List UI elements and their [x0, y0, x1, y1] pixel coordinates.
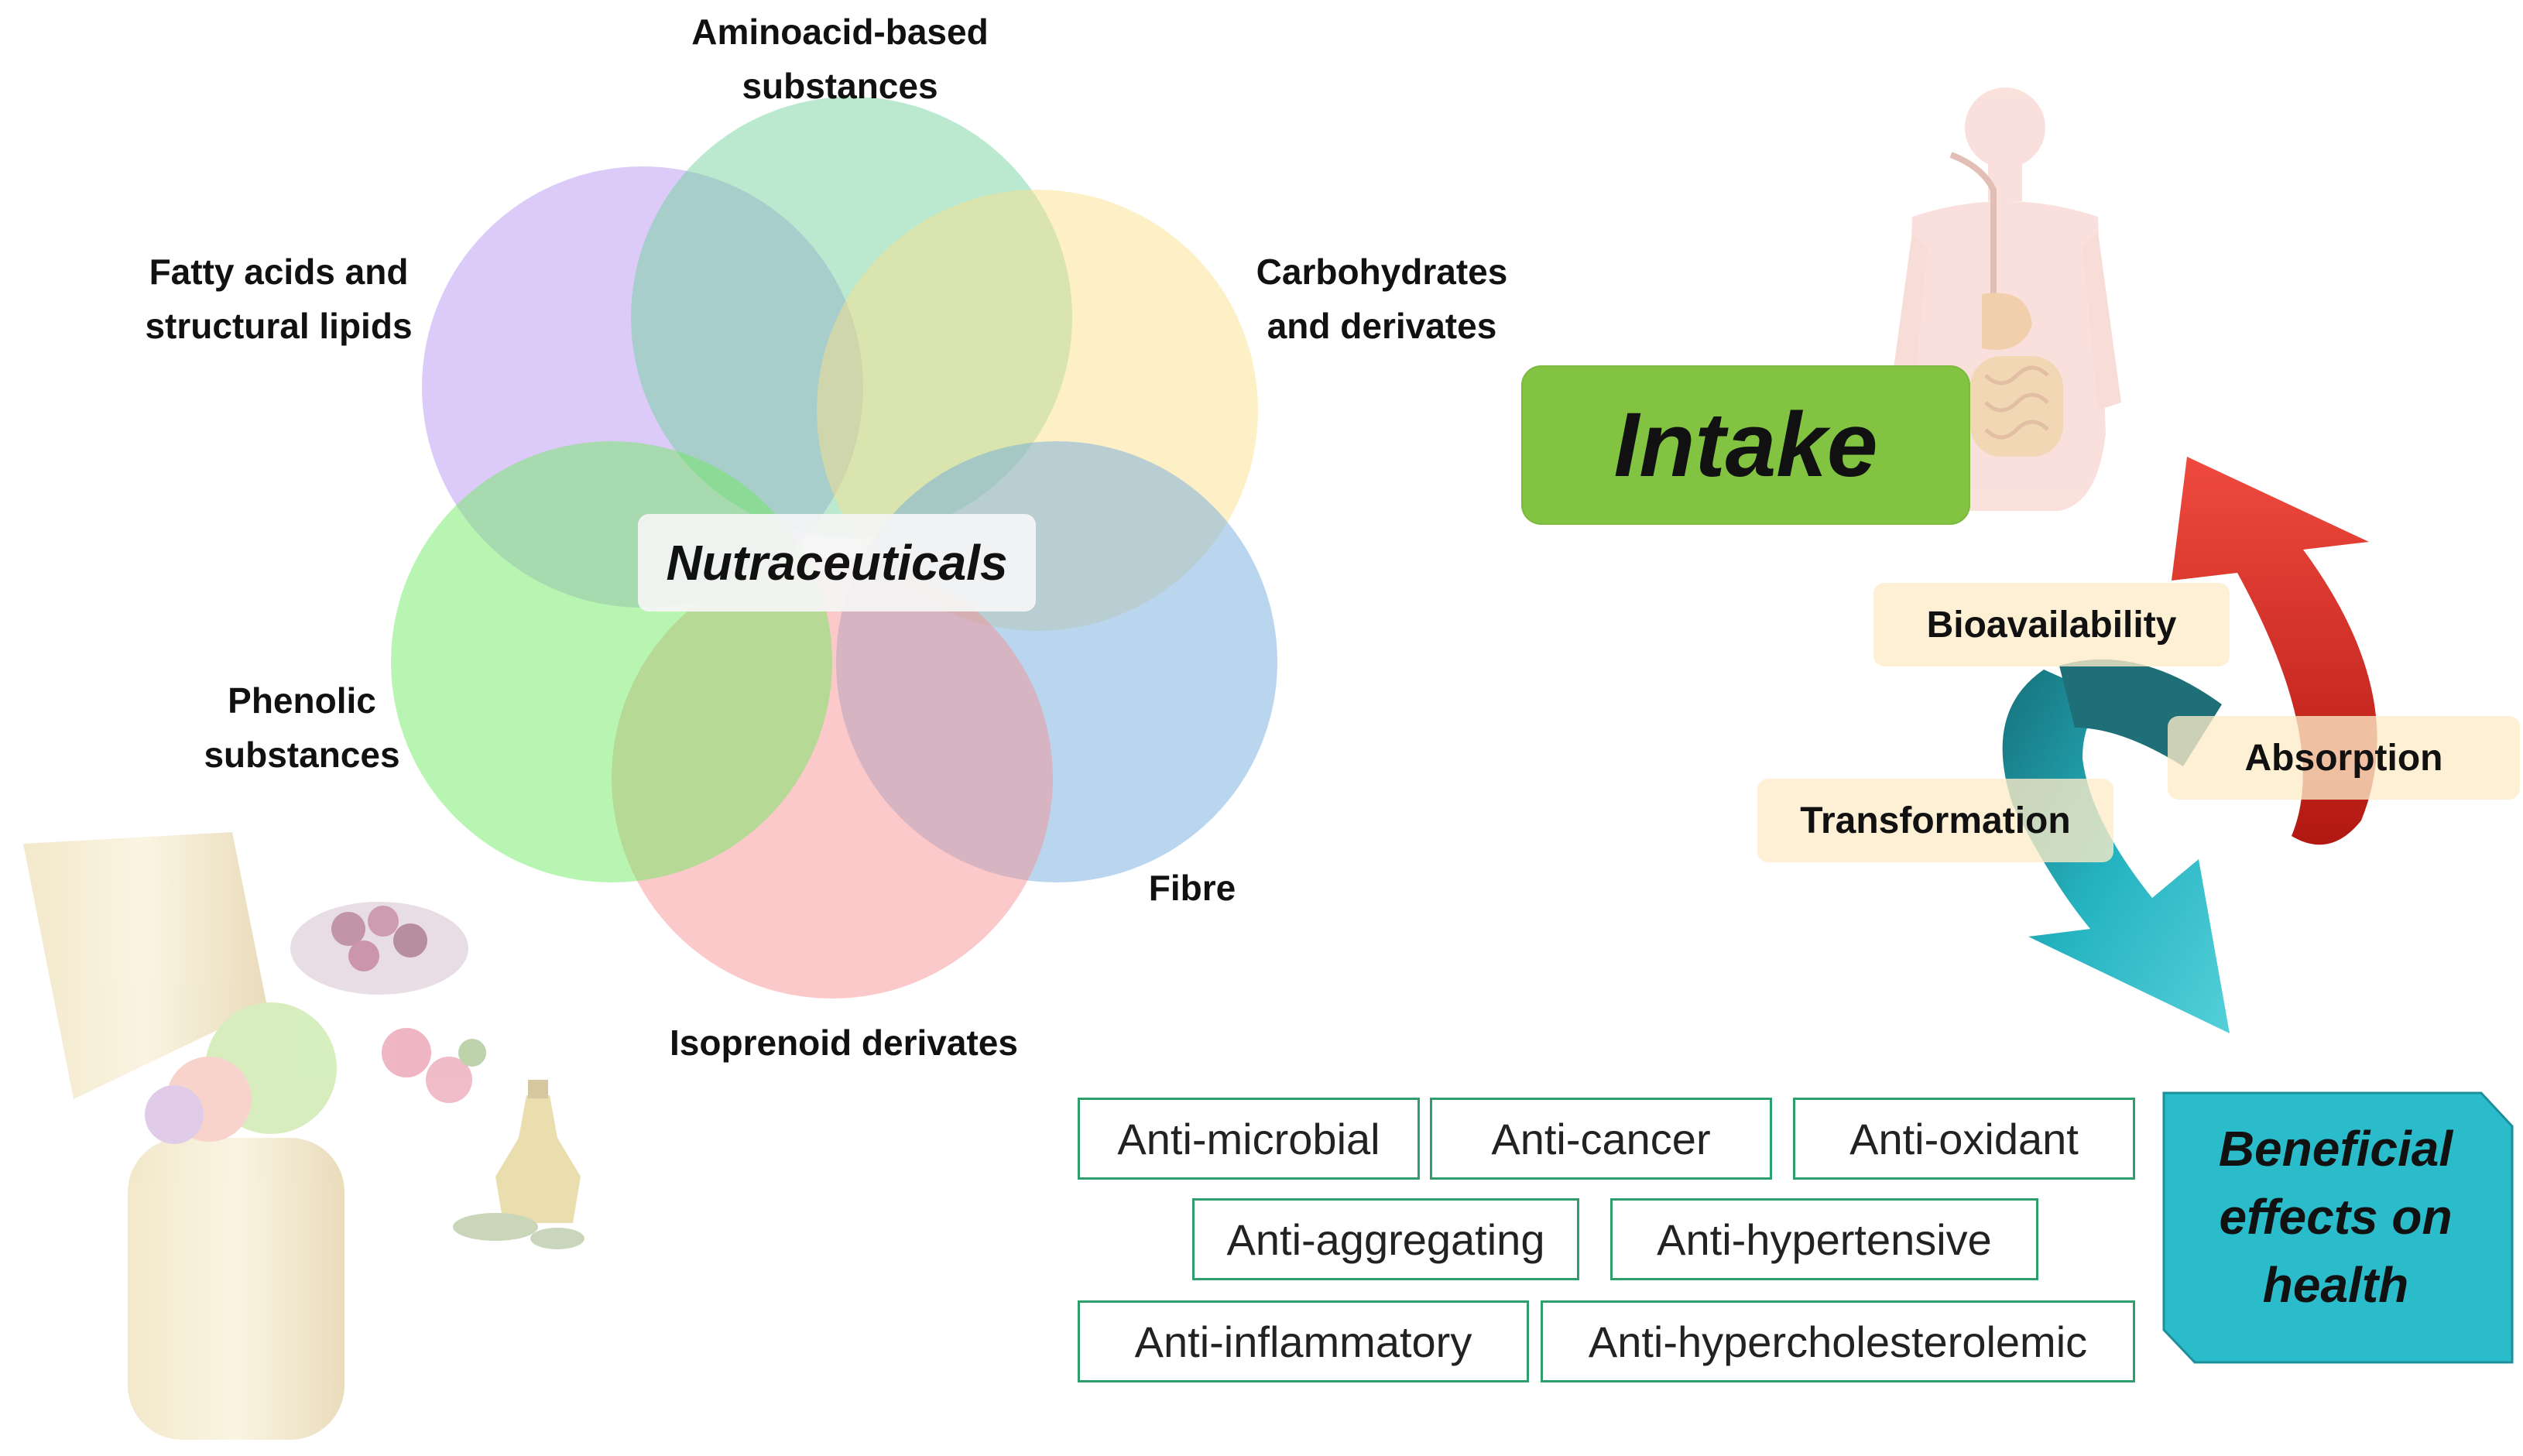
- venn-circle-aminoacid: [631, 97, 1072, 538]
- effect-anti-inflammatory: Anti-inflammatory: [1078, 1300, 1529, 1382]
- effect-anti-hypertensive: Anti-hypertensive: [1610, 1198, 2038, 1280]
- beneficial-effects-label: Beneficial effects on health: [2218, 1121, 2453, 1313]
- label-fibre: Fibre: [1148, 868, 1236, 908]
- venn-diagram: [391, 97, 1277, 999]
- raspberries-illustration: [382, 1028, 486, 1103]
- venn-circle-isoprenoid: [612, 557, 1053, 999]
- effect-anti-hypercholesterolemic: Anti-hypercholesterolemic: [1541, 1300, 2135, 1382]
- transformation-label: Transformation: [1757, 779, 2113, 862]
- effect-anti-oxidant: Anti-oxidant: [1793, 1098, 2135, 1180]
- intake-box: Intake: [1521, 365, 1970, 525]
- venn-circle-fatty-acids: [422, 166, 863, 608]
- olive-oil-illustration: [453, 1080, 584, 1249]
- absorption-label: Absorption: [2168, 716, 2520, 800]
- label-isoprenoid: Isoprenoid derivates: [670, 1023, 1018, 1063]
- berries-bowl-illustration: [290, 902, 468, 995]
- effect-anti-cancer: Anti-cancer: [1430, 1098, 1772, 1180]
- benefit-shape: [2162, 1091, 2514, 1364]
- nutraceuticals-label: Nutraceuticals: [638, 514, 1036, 612]
- venn-circle-phenolic: [391, 441, 832, 882]
- transformation-arrow: [2002, 670, 2230, 1033]
- capsule-illustration: [23, 832, 345, 1440]
- bioavailability-label: Bioavailability: [1873, 583, 2230, 666]
- effect-anti-aggregating: Anti-aggregating: [1192, 1198, 1579, 1280]
- effect-anti-microbial: Anti-microbial: [1078, 1098, 1420, 1180]
